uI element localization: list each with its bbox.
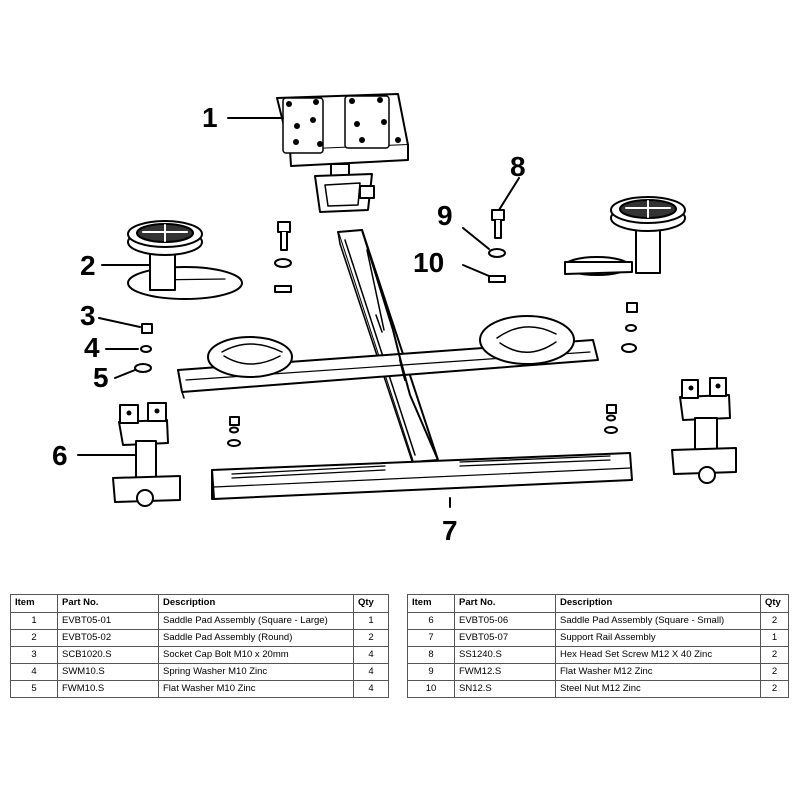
table-row: 2 EVBT05-02 Saddle Pad Assembly (Round) … xyxy=(10,629,389,647)
parts-table-right: Item Part No. Description Qty 6 EVBT05-0… xyxy=(407,594,789,698)
table-row: 1 EVBT05-01 Saddle Pad Assembly (Square … xyxy=(10,612,389,630)
table-row: 9 FWM12.S Flat Washer M12 Zinc 2 xyxy=(407,663,789,681)
cell-item: 5 xyxy=(10,680,58,698)
cell-qty: 2 xyxy=(760,646,789,664)
cell-part-no: EVBT05-02 xyxy=(57,629,159,647)
callout-1: 1 xyxy=(202,102,218,133)
table-row: 5 FWM10.S Flat Washer M10 Zinc 4 xyxy=(10,680,389,698)
steel-nut-m12 xyxy=(274,275,506,293)
cell-qty: 1 xyxy=(760,629,789,647)
table-row: 4 SWM10.S Spring Washer M10 Zinc 4 xyxy=(10,663,389,681)
callout-3: 3 xyxy=(80,300,96,331)
callout-10: 10 xyxy=(413,247,444,278)
cell-description: Saddle Pad Assembly (Square - Large) xyxy=(158,612,354,630)
cell-qty: 2 xyxy=(760,612,789,630)
cell-part-no: SS1240.S xyxy=(454,646,556,664)
callout-9: 9 xyxy=(437,200,453,231)
exploded-assembly-diagram: 1 2 3 4 5 6 7 8 9 10 xyxy=(52,93,737,546)
header-part-no: Part No. xyxy=(57,594,159,613)
header-item: Item xyxy=(407,594,455,613)
saddle-pad-round-right xyxy=(564,196,686,276)
cell-item: 4 xyxy=(10,663,58,681)
header-description: Description xyxy=(158,594,354,613)
cell-qty: 2 xyxy=(353,629,389,647)
flat-washer-m12 xyxy=(274,248,506,268)
callout-4: 4 xyxy=(84,332,100,363)
cell-part-no: EVBT05-06 xyxy=(454,612,556,630)
spring-washer xyxy=(140,324,637,434)
support-rail-assembly xyxy=(177,229,633,500)
callout-6: 6 xyxy=(52,440,68,471)
cell-qty: 4 xyxy=(353,680,389,698)
table-row: 3 SCB1020.S Socket Cap Bolt M10 x 20mm 4 xyxy=(10,646,389,664)
callout-8: 8 xyxy=(510,151,526,182)
cell-item: 9 xyxy=(407,663,455,681)
cell-item: 10 xyxy=(407,680,455,698)
saddle-pad-round-left xyxy=(127,220,243,300)
hex-set-screw xyxy=(277,209,505,251)
cell-item: 8 xyxy=(407,646,455,664)
saddle-pad-small-right xyxy=(671,377,737,484)
cell-item: 2 xyxy=(10,629,58,647)
cell-part-no: EVBT05-01 xyxy=(57,612,159,630)
callout-7: 7 xyxy=(442,515,458,546)
cell-qty: 2 xyxy=(760,680,789,698)
cell-part-no: EVBT05-07 xyxy=(454,629,556,647)
cell-part-no: FWM10.S xyxy=(57,680,159,698)
header-item: Item xyxy=(10,594,58,613)
cell-description: Hex Head Set Screw M12 X 40 Zinc xyxy=(555,646,761,664)
leader-lines xyxy=(77,117,520,508)
header-qty: Qty xyxy=(353,594,389,613)
table-row: 8 SS1240.S Hex Head Set Screw M12 X 40 Z… xyxy=(407,646,789,664)
cell-item: 1 xyxy=(10,612,58,630)
cell-description: Steel Nut M12 Zinc xyxy=(555,680,761,698)
cell-part-no: SN12.S xyxy=(454,680,556,698)
cell-qty: 4 xyxy=(353,646,389,664)
cell-qty: 2 xyxy=(760,663,789,681)
cell-item: 6 xyxy=(407,612,455,630)
cell-item: 7 xyxy=(407,629,455,647)
cell-part-no: SWM10.S xyxy=(57,663,159,681)
table-row: 10 SN12.S Steel Nut M12 Zinc 2 xyxy=(407,680,789,698)
table-header-row: Item Part No. Description Qty xyxy=(407,594,789,613)
header-part-no: Part No. xyxy=(454,594,556,613)
table-row: 6 EVBT05-06 Saddle Pad Assembly (Square … xyxy=(407,612,789,630)
callout-5: 5 xyxy=(93,362,109,393)
cell-description: Saddle Pad Assembly (Round) xyxy=(158,629,354,647)
cell-qty: 4 xyxy=(353,663,389,681)
cell-qty: 1 xyxy=(353,612,389,630)
cell-part-no: FWM12.S xyxy=(454,663,556,681)
saddle-pad-small-left xyxy=(112,402,181,507)
cell-description: Support Rail Assembly xyxy=(555,629,761,647)
parts-table-left: Item Part No. Description Qty 1 EVBT05-0… xyxy=(10,594,389,698)
cell-part-no: SCB1020.S xyxy=(57,646,159,664)
saddle-pad-large xyxy=(276,93,409,213)
callout-labels: 1 2 3 4 5 6 7 8 9 10 xyxy=(52,102,526,546)
cell-description: Flat Washer M12 Zinc xyxy=(555,663,761,681)
cell-description: Socket Cap Bolt M10 x 20mm xyxy=(158,646,354,664)
callout-2: 2 xyxy=(80,250,96,281)
table-row: 7 EVBT05-07 Support Rail Assembly 1 xyxy=(407,629,789,647)
header-description: Description xyxy=(555,594,761,613)
header-qty: Qty xyxy=(760,594,789,613)
table-header-row: Item Part No. Description Qty xyxy=(10,594,389,613)
socket-cap-bolt xyxy=(141,302,638,426)
cell-item: 3 xyxy=(10,646,58,664)
cell-description: Spring Washer M10 Zinc xyxy=(158,663,354,681)
cell-description: Saddle Pad Assembly (Square - Small) xyxy=(555,612,761,630)
flat-washer-m10 xyxy=(134,343,637,447)
cell-description: Flat Washer M10 Zinc xyxy=(158,680,354,698)
